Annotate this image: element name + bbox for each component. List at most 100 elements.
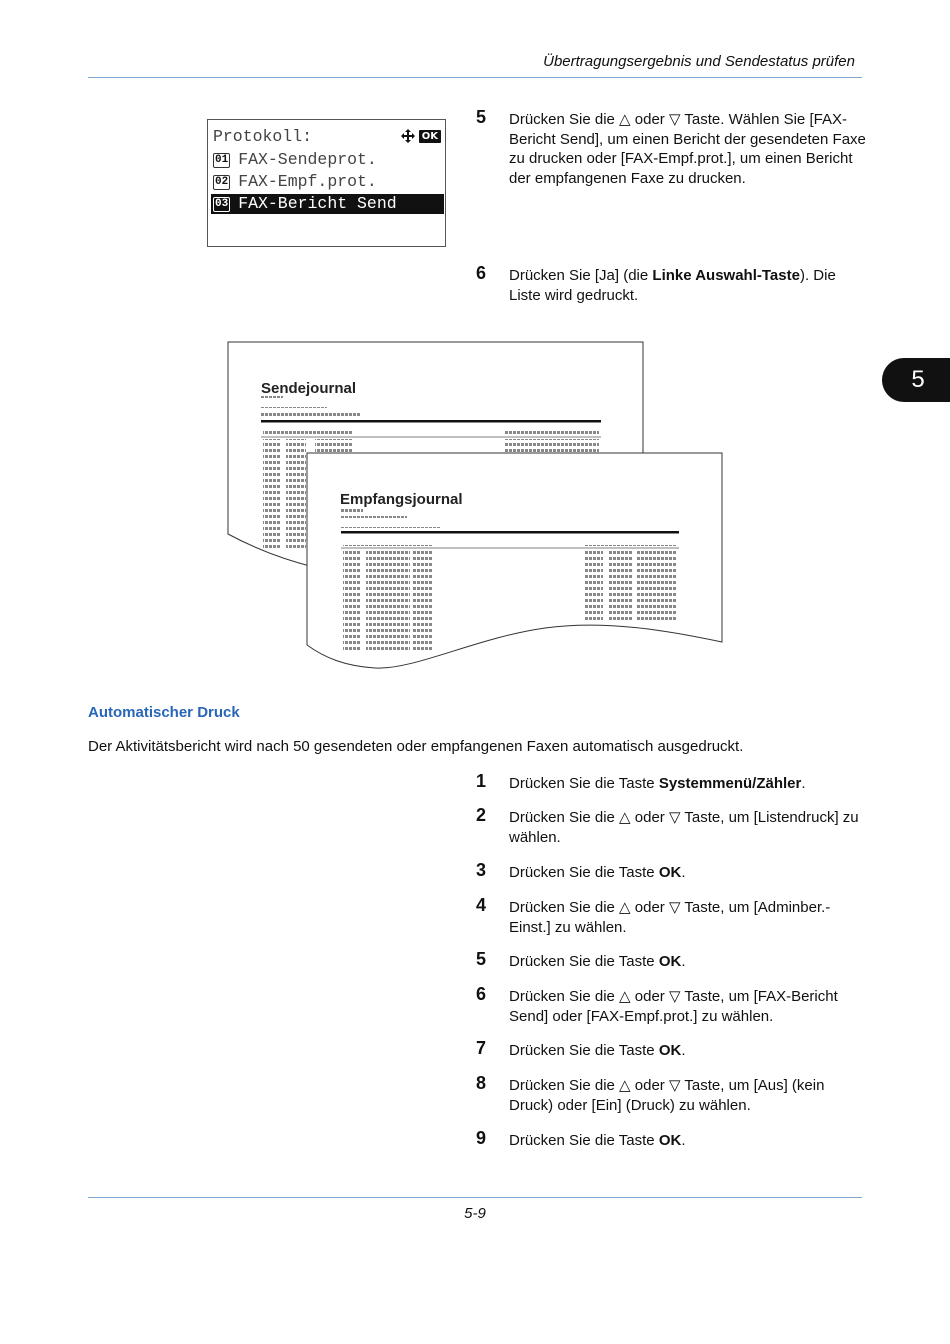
footer-rule (88, 1197, 862, 1198)
step-text-post: ). Die Liste wird gedruckt. (509, 267, 836, 304)
back-table-col-3 (315, 439, 353, 453)
lcd-item-label: FAX-Sendeprot. (238, 150, 377, 169)
step-text-key: OK (658, 1132, 682, 1149)
step-text: Drücken Sie die Taste OK. (509, 952, 866, 972)
four-way-arrow-icon (400, 129, 415, 143)
step-text-pre: Drücken Sie die △ oder ▽ Taste, um [Aus]… (509, 1077, 825, 1114)
step-text: Drücken Sie die Taste Systemmenü/Zähler. (509, 774, 866, 794)
lcd-menu-item-2: 02 FAX-Empf.prot. (213, 172, 377, 192)
front-table-col-5 (609, 550, 633, 620)
journal-illustration: Sendejournal Empfangsjournal (227, 341, 723, 669)
step-text: Drücken Sie die △ oder ▽ Taste, um [Admi… (509, 898, 866, 937)
front-table-col-2 (366, 550, 410, 650)
step-6-top: 6 Drücken Sie [Ja] (die Linke Auswahl-Ta… (476, 263, 866, 305)
back-table-col-4 (505, 439, 599, 453)
lcd-menu-item-1: 01 FAX-Sendeprot. (213, 150, 377, 170)
step-text-pre: Drücken Sie die Taste (509, 864, 659, 881)
lcd-item-number: 01 (213, 153, 231, 168)
step-text: Drücken Sie die Taste OK. (509, 1041, 866, 1061)
step-number: 5 (476, 107, 487, 127)
page-header-title: Übertragungsergebnis und Sendestatus prü… (543, 53, 855, 70)
front-table-head-right (585, 542, 677, 546)
step-text: Drücken Sie die △ oder ▽ Taste, um [Aus]… (509, 1076, 866, 1115)
front-table-col-1 (343, 550, 361, 650)
chapter-tab: 5 (882, 358, 950, 402)
step-text-pre: Drücken Sie die Taste (509, 775, 659, 792)
step-text: Drücken Sie [Ja] (die Linke Auswahl-Tast… (509, 266, 866, 305)
step-number: 6 (476, 984, 487, 1004)
front-page-title: Empfangsjournal (340, 491, 463, 508)
step-text-post: . (681, 1132, 686, 1149)
lcd-item-number: 03 (213, 197, 231, 212)
header-rule (88, 77, 862, 78)
step-text-key: Linke Auswahl-Taste (652, 267, 800, 284)
front-table-col-3 (413, 550, 433, 650)
page-number: 5-9 (464, 1205, 486, 1222)
back-meta-2 (261, 404, 327, 408)
step-text-key: OK (658, 864, 682, 881)
step-1: 1 Drücken Sie die Taste Systemmenü/Zähle… (476, 771, 866, 794)
front-meta-1 (341, 508, 363, 512)
front-rule (341, 531, 679, 534)
back-table-head (263, 431, 353, 435)
back-meta-1 (261, 396, 283, 400)
back-rule (261, 420, 601, 423)
step-text-pre: Drücken Sie die △ oder ▽ Taste, um [Admi… (509, 899, 831, 936)
step-number: 2 (476, 805, 487, 825)
step-number: 8 (476, 1073, 487, 1093)
lcd-item-label: FAX-Bericht Send (238, 194, 397, 213)
front-table-col-6 (637, 550, 677, 620)
step-text-post: . (681, 953, 686, 970)
lcd-screen: Protokoll: OK 01 FAX-Sendeprot. 02 FAX-Emp… (207, 119, 446, 247)
lcd-title: Protokoll: (213, 127, 313, 146)
front-meta-2 (341, 516, 407, 520)
front-table-col-4 (585, 550, 603, 620)
lcd-item-label: FAX-Empf.prot. (238, 172, 377, 191)
lcd-menu-item-3-selected: 03 FAX-Bericht Send (211, 194, 444, 214)
back-table-col-2 (286, 439, 306, 551)
step-5: 5 Drücken Sie die Taste OK. (476, 949, 866, 972)
step-text: Drücken Sie die △ oder ▽ Taste, um [FAX-… (509, 987, 866, 1026)
step-text-post: . (681, 864, 686, 881)
step-text-post: . (681, 1042, 686, 1059)
front-meta-3 (341, 524, 441, 528)
section-intro: Der Aktivitätsbericht wird nach 50 gesen… (88, 738, 744, 755)
step-text-post: . (801, 775, 806, 792)
back-meta-3 (261, 412, 361, 416)
step-number: 5 (476, 949, 487, 969)
step-text-key: Systemmenü/Zähler (658, 775, 802, 792)
step-number: 9 (476, 1128, 487, 1148)
step-4: 4 Drücken Sie die △ oder ▽ Taste, um [Ad… (476, 895, 866, 937)
step-text-key: OK (658, 953, 682, 970)
step-text-pre: Drücken Sie die Taste (509, 1132, 659, 1149)
back-table-head-right (505, 431, 599, 435)
step-text: Drücken Sie die △ oder ▽ Taste. Wählen S… (509, 111, 866, 187)
step-text-key: OK (658, 1042, 682, 1059)
step-number: 1 (476, 771, 487, 791)
step-text: Drücken Sie die Taste OK. (509, 863, 866, 883)
step-number: 3 (476, 860, 487, 880)
step-text: Drücken Sie die Taste OK. (509, 1131, 866, 1151)
ok-icon: OK (418, 129, 441, 143)
lcd-nav: OK (400, 128, 441, 144)
lcd-item-number: 02 (213, 175, 231, 190)
front-table-head (343, 542, 433, 546)
step-7: 7 Drücken Sie die Taste OK. (476, 1038, 866, 1061)
step-9: 9 Drücken Sie die Taste OK. (476, 1128, 866, 1151)
step-6: 6 Drücken Sie die △ oder ▽ Taste, um [FA… (476, 984, 866, 1026)
step-text-pre: Drücken Sie die Taste (509, 953, 659, 970)
back-table-col-1 (263, 439, 281, 551)
step-number: 7 (476, 1038, 487, 1058)
step-text-pre: Drücken Sie die △ oder ▽ Taste, um [List… (509, 809, 859, 846)
step-5-top: 5 Drücken Sie die △ oder ▽ Taste. Wählen… (476, 107, 866, 188)
section-heading: Automatischer Druck (88, 704, 240, 721)
step-8: 8 Drücken Sie die △ oder ▽ Taste, um [Au… (476, 1073, 866, 1115)
back-page-title: Sendejournal (261, 380, 356, 397)
step-text-pre: Drücken Sie [Ja] (die (509, 267, 653, 284)
step-text-pre: Drücken Sie die △ oder ▽ Taste, um [FAX-… (509, 988, 838, 1025)
step-number: 6 (476, 263, 487, 283)
step-number: 4 (476, 895, 487, 915)
step-text: Drücken Sie die △ oder ▽ Taste, um [List… (509, 808, 866, 847)
step-3: 3 Drücken Sie die Taste OK. (476, 860, 866, 883)
step-2: 2 Drücken Sie die △ oder ▽ Taste, um [Li… (476, 805, 866, 847)
